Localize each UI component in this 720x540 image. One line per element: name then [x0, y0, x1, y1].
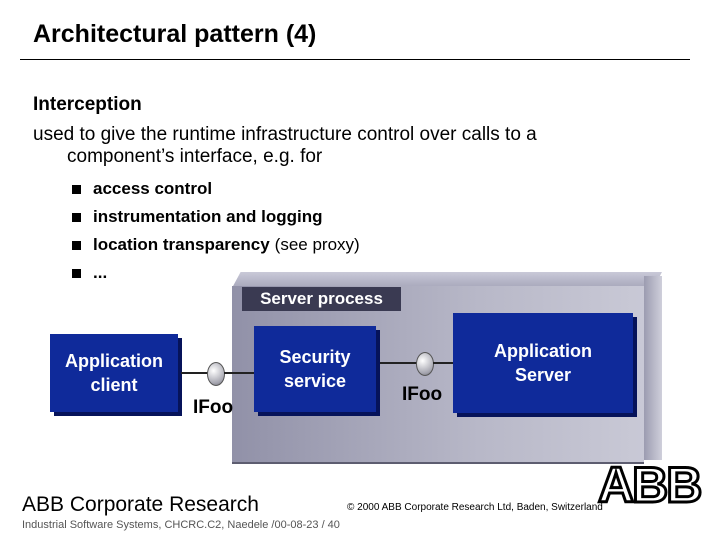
application-server-label: Application Server	[494, 341, 592, 385]
footer-copyright: © 2000 ABB Corporate Research Ltd, Baden…	[347, 502, 603, 513]
list-item: ...	[72, 259, 360, 287]
connector-line	[433, 362, 453, 364]
section-heading: Interception	[33, 94, 142, 115]
connector-line	[224, 372, 254, 374]
list-item: access control	[72, 175, 360, 203]
bullet-note: (see proxy)	[274, 235, 360, 254]
connector-line	[380, 362, 418, 364]
bullet-text: location transparency	[93, 235, 270, 254]
interface-label-right: IFoo	[402, 384, 443, 405]
footer-brand: ABB Corporate Research	[22, 493, 259, 516]
security-service-label: Security service	[279, 347, 351, 391]
server-process-label: Server process	[242, 287, 401, 311]
square-bullet-icon	[72, 184, 81, 194]
bullet-text: instrumentation and logging	[93, 207, 323, 226]
server-process-box-top	[232, 272, 662, 288]
application-server-box: Application Server	[453, 313, 633, 413]
title-divider	[20, 59, 690, 60]
interface-label-left: IFoo	[193, 397, 234, 418]
square-bullet-icon	[72, 268, 81, 278]
bullet-list: access control instrumentation and loggi…	[72, 175, 360, 287]
security-service-box: Security service	[254, 326, 376, 412]
list-item: instrumentation and logging	[72, 203, 360, 231]
square-bullet-icon	[72, 212, 81, 222]
interface-lollipop-icon	[207, 362, 225, 386]
application-client-box: Application client	[50, 334, 178, 412]
slide-title: Architectural pattern (4)	[33, 20, 317, 48]
description-text: used to give the runtime infrastructure …	[33, 124, 693, 168]
server-process-box-side	[644, 276, 662, 460]
connector-line	[181, 372, 209, 374]
bullet-text: ...	[93, 263, 108, 282]
svg-text:ABB: ABB	[598, 460, 700, 506]
list-item: location transparency(see proxy)	[72, 231, 360, 259]
footer-subline: Industrial Software Systems, CHCRC.C2, N…	[22, 519, 340, 531]
description-line-1: used to give the runtime infrastructure …	[33, 124, 537, 145]
application-client-label: Application client	[65, 351, 163, 395]
square-bullet-icon	[72, 240, 81, 250]
interface-lollipop-icon	[416, 352, 434, 376]
description-line-2: component’s interface, e.g. for	[67, 146, 323, 167]
bullet-text: access control	[93, 179, 213, 198]
abb-logo-icon: ABB	[597, 460, 704, 506]
